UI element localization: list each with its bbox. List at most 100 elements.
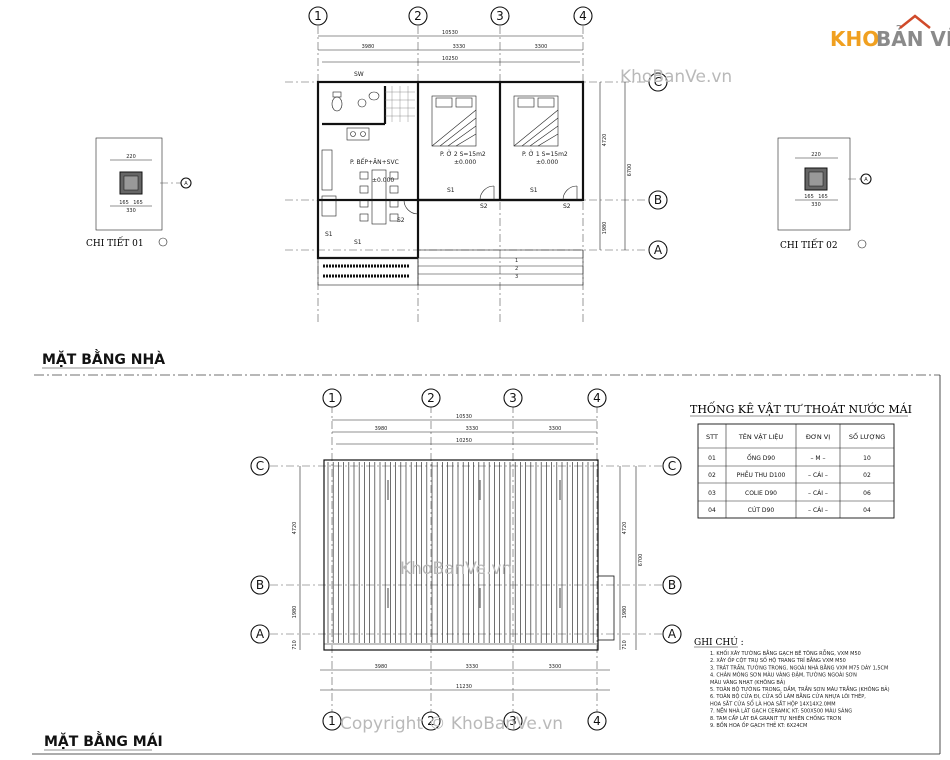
dim-right-total: 6700 [627, 164, 633, 177]
axis-bubble-1: 1 [322, 388, 342, 408]
bathroom-tiles [385, 86, 415, 122]
svg-text:165: 165 [818, 194, 828, 200]
axis-bubble-b: B [662, 575, 682, 595]
roof-dims-left: 4720 1980 710 [292, 466, 301, 650]
svg-text:PHỄU THU D100: PHỄU THU D100 [737, 471, 786, 479]
logo-part1: KHO [830, 27, 879, 51]
table-row: 03 COLIE D90 – CÁI – 06 [708, 490, 871, 497]
axis-bubble-3: 3 [490, 6, 510, 26]
note-line: 6. TOÀN BỘ CỬA ĐI, CỬA SỔ LÀM BẰNG CỬA N… [710, 692, 866, 700]
svg-text:2: 2 [427, 714, 435, 728]
table-row: 02 PHỄU THU D100 – CÁI – 02 [708, 471, 871, 479]
svg-text:3: 3 [509, 714, 517, 728]
roof-column-axes-bottom: 1 2 3 4 [322, 711, 607, 731]
col-header-stt: STT [706, 433, 718, 441]
svg-text:A: A [668, 627, 677, 641]
copyright-watermark: Copyright © KhoBanVe.vn [340, 714, 563, 734]
svg-text:04: 04 [863, 507, 871, 514]
svg-text:4720: 4720 [292, 522, 298, 535]
front-stairs: 1 2 3 [417, 249, 584, 286]
roof-grid-lines [270, 405, 665, 715]
axis-bubble-2: 2 [421, 388, 441, 408]
notes-lines: 1. KHỐI XÂY TƯỜNG BẰNG GẠCH BÊ TÔNG RỖNG… [710, 649, 890, 729]
svg-text:S1: S1 [325, 231, 333, 238]
door-swing-icons [403, 185, 578, 215]
dim-bay-2: 3330 [453, 44, 466, 50]
dim-right-1: 4720 [602, 134, 608, 147]
svg-text:04: 04 [708, 507, 716, 514]
detail-01: 220 330 165 165 A CHI TIẾT 01 [86, 137, 192, 249]
svg-text:ỐNG D90: ỐNG D90 [747, 454, 775, 462]
floor-walls [316, 80, 585, 260]
svg-text:– CÁI –: – CÁI – [808, 472, 828, 479]
detail-01-label: CHI TIẾT 01 [86, 236, 144, 249]
roof-column-axes-top: 1 2 3 4 [322, 388, 607, 408]
svg-text:1: 1 [328, 391, 336, 405]
svg-text:1: 1 [515, 258, 518, 264]
svg-text:3330: 3330 [466, 426, 479, 432]
axis-bubble-1: 1 [308, 6, 328, 26]
col-header-material: TÊN VẬT LIỆU [738, 432, 784, 441]
level-kitchen: ±0.000 [372, 177, 394, 184]
material-table-title: THỐNG KÊ VẬT TƯ THOÁT NƯỚC MÁI [690, 401, 912, 416]
note-line: 3. TRÁT TRẦN, TƯỜNG TRONG, NGOÀI NHÀ BẰN… [710, 663, 888, 671]
note-line: 7. NỀN NHÀ LÁT GẠCH CERAMIC KT: 500X500 … [710, 707, 852, 715]
svg-text:4720: 4720 [622, 522, 628, 535]
svg-text:S2: S2 [563, 203, 571, 210]
svg-text:A: A [864, 177, 868, 183]
roof-plan-title: MẶT BẰNG MÁI [44, 731, 163, 750]
svg-text:220: 220 [811, 152, 821, 158]
svg-text:C: C [256, 459, 264, 473]
axis-bubble-b: B [250, 575, 270, 595]
svg-text:03: 03 [708, 490, 716, 497]
roof-slope-arrows [387, 480, 561, 608]
svg-text:COLIE D90: COLIE D90 [745, 490, 777, 497]
detail-02: 220 330 165 165 A CHI TIẾT 02 [777, 137, 872, 251]
svg-text:3: 3 [515, 274, 518, 280]
room-label-kitchen: P. BẾP+ĂN+SVC [350, 158, 399, 166]
svg-text:B: B [668, 578, 676, 592]
svg-text:01: 01 [708, 455, 716, 462]
bed-icon [431, 95, 477, 147]
svg-text:1: 1 [314, 9, 322, 23]
svg-text:– CÁI –: – CÁI – [808, 490, 828, 497]
dim-right-2: 1980 [602, 222, 608, 235]
axis-bubble-4: 4 [573, 6, 593, 26]
svg-text:– M –: – M – [811, 455, 826, 462]
roof-dims-bottom: 3980 3330 3300 11230 [320, 664, 610, 691]
col-header-unit: ĐƠN VỊ [806, 433, 830, 441]
axis-bubble-3: 3 [503, 388, 523, 408]
svg-text:4: 4 [593, 391, 601, 405]
dim-inner: 10250 [442, 56, 458, 62]
dim-bay-1: 3980 [362, 44, 375, 50]
col-header-qty: SỐ LƯỢNG [849, 431, 885, 441]
bed-icon [513, 95, 559, 147]
floor-plan-title: MẶT BẰNG NHÀ [42, 349, 165, 368]
roof-row-axes-right: C B A [662, 456, 682, 644]
watermark: KhoBanVe.vn [620, 67, 732, 87]
svg-text:3: 3 [496, 9, 504, 23]
notes-title: GHI CHÚ : [694, 636, 744, 648]
svg-text:6700: 6700 [638, 554, 644, 567]
floor-grid-lines [285, 26, 645, 325]
svg-text:B: B [654, 193, 662, 207]
svg-text:S1: S1 [354, 239, 362, 246]
roof-plan: 1 2 3 4 1 2 3 4 C B A C B A 10530 3980 [44, 388, 682, 751]
floor-column-axes: 1 2 3 4 [308, 6, 593, 26]
shower-icon [357, 98, 367, 108]
svg-text:06: 06 [863, 490, 871, 497]
axis-bubble-4: 4 [587, 711, 607, 731]
note-line: HOA SẮT CỬA SỔ LÀ HOA SẮT HỘP 14X14X2.0M… [710, 699, 836, 707]
svg-text:165: 165 [119, 200, 129, 206]
axis-bubble-b: B [648, 190, 668, 210]
stove-icon [346, 127, 370, 141]
khobanve-logo: KHO BẢN VẼ [830, 14, 950, 51]
axis-bubble-c: C [662, 456, 682, 476]
axis-bubble-a: A [250, 624, 270, 644]
svg-text:A: A [256, 627, 265, 641]
axis-bubble-2: 2 [408, 6, 428, 26]
dim-bay-3: 3300 [535, 44, 548, 50]
watermark: KhoBanVe.vn [400, 559, 512, 579]
svg-text:S2: S2 [397, 217, 405, 224]
